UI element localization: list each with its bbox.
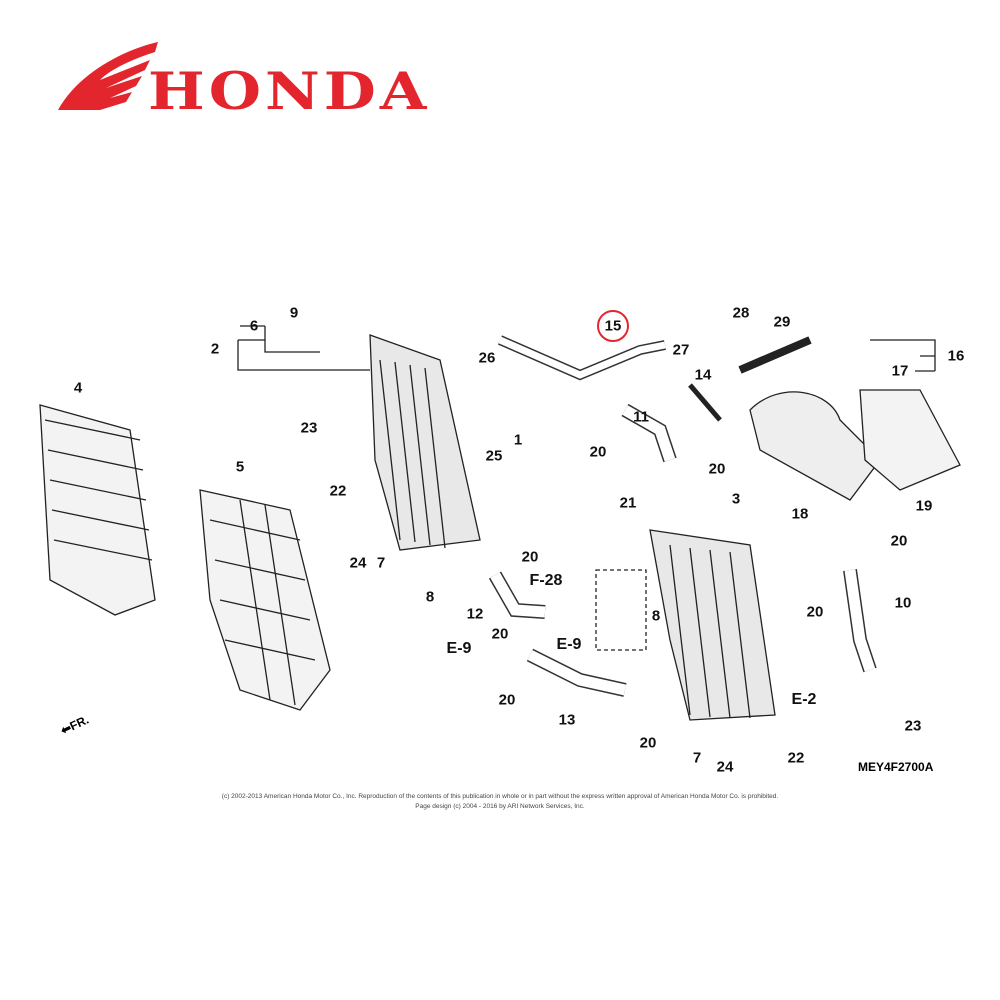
callout-25[interactable]: 25 [485,447,503,465]
honda-logo [40,40,540,130]
callout-26[interactable]: 26 [478,349,496,367]
callout-7[interactable]: 7 [376,554,386,572]
callout-23[interactable]: 23 [904,717,922,735]
callout-6[interactable]: 6 [249,317,259,335]
callout-20[interactable]: 20 [890,532,908,550]
callout-9[interactable]: 9 [289,304,299,322]
callout-18[interactable]: 18 [791,505,809,523]
callout-5[interactable]: 5 [235,458,245,476]
callout-8[interactable]: 8 [425,588,435,606]
radiator-left [369,334,481,551]
callout-21[interactable]: 21 [619,494,637,512]
callout-23[interactable]: 23 [300,419,318,437]
callout-11[interactable]: 11 [633,408,649,426]
callout-20[interactable]: 20 [806,603,824,621]
callout-20[interactable]: 20 [521,548,539,566]
callout-20[interactable]: 20 [498,691,516,709]
callout-19[interactable]: 19 [915,497,933,515]
reference-e9[interactable]: E-9 [446,640,472,657]
callout-20[interactable]: 20 [491,625,509,643]
callout-22[interactable]: 22 [329,482,347,500]
callout-3[interactable]: 3 [731,490,741,508]
callout-17[interactable]: 17 [891,362,909,380]
callout-27[interactable]: 27 [672,341,690,359]
hose-15 [497,335,666,381]
callout-24[interactable]: 24 [349,554,367,572]
callout-8[interactable]: 8 [651,607,661,625]
copyright-line-1: (c) 2002-2013 American Honda Motor Co., … [221,793,779,800]
callout-29[interactable]: 29 [773,313,791,331]
callout-20[interactable]: 20 [589,443,607,461]
reference-e2[interactable]: E-2 [791,691,817,708]
diagram-code: MEY4F2700A [858,760,934,774]
radiator-grille [199,489,331,711]
reference-e9[interactable]: E-9 [556,636,582,653]
callout-22[interactable]: 22 [787,749,805,767]
callout-24[interactable]: 24 [716,758,734,776]
callout-20[interactable]: 20 [639,734,657,752]
callout-15[interactable]: 15 [604,317,622,335]
callout-28[interactable]: 28 [732,304,750,322]
reserve-tank [749,391,881,501]
callout-1[interactable]: 1 [513,431,523,449]
brand-name: HONDA [148,62,431,122]
radiator-right [649,529,776,721]
reference-f28[interactable]: F-28 [529,572,563,589]
callout-20[interactable]: 20 [708,460,726,478]
callout-13[interactable]: 13 [558,711,576,729]
honda-wing-icon [58,42,158,110]
highlight-circle-part-15 [597,310,629,342]
copyright-line-2: Page design (c) 2004 - 2016 by ARI Netwo… [415,803,585,810]
radiator-shroud-left [39,404,156,616]
callout-14[interactable]: 14 [694,366,712,384]
callout-7[interactable]: 7 [692,749,702,767]
callout-12[interactable]: 12 [466,605,484,623]
callout-2[interactable]: 2 [210,340,220,358]
tank-guard [859,389,961,491]
callout-4[interactable]: 4 [73,379,83,397]
callout-16[interactable]: 16 [947,347,965,365]
copyright-notice: (c) 2002-2013 American Honda Motor Co., … [150,792,850,812]
callout-10[interactable]: 10 [894,594,912,612]
